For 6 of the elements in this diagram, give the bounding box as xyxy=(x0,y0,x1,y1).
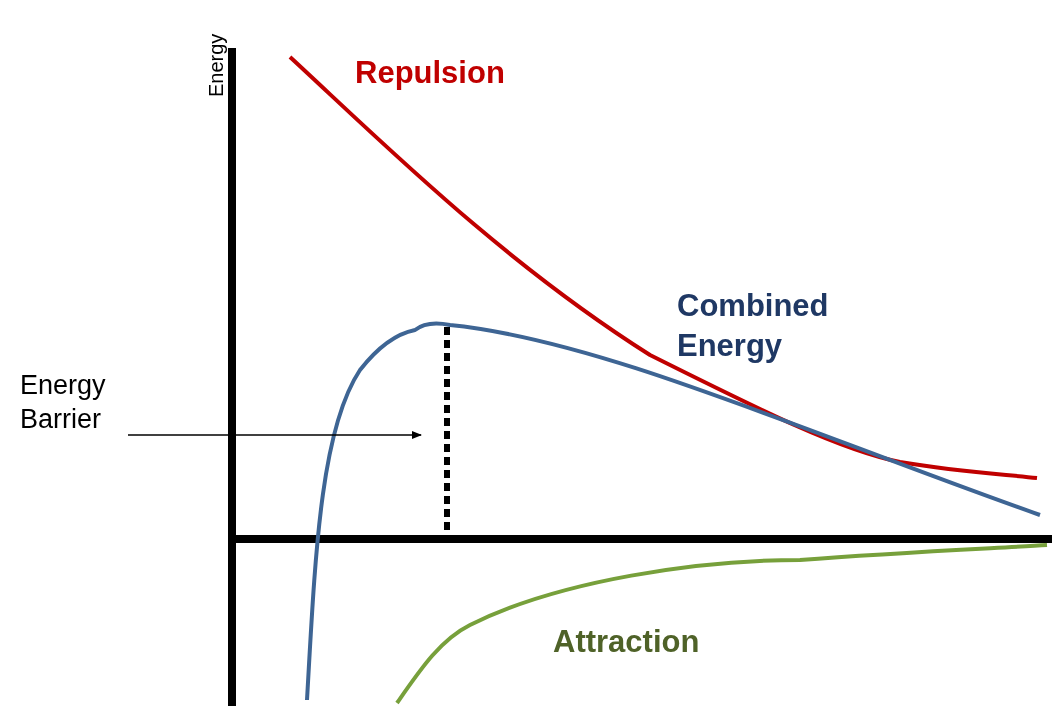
annotation-text: Energy Barrier xyxy=(20,369,107,436)
curve-label: Repulsion xyxy=(355,54,505,92)
curve-label: Combined Energy xyxy=(677,287,830,365)
arrow xyxy=(127,431,422,439)
curve-label: Attraction xyxy=(553,623,700,661)
dotted-line xyxy=(443,327,451,533)
